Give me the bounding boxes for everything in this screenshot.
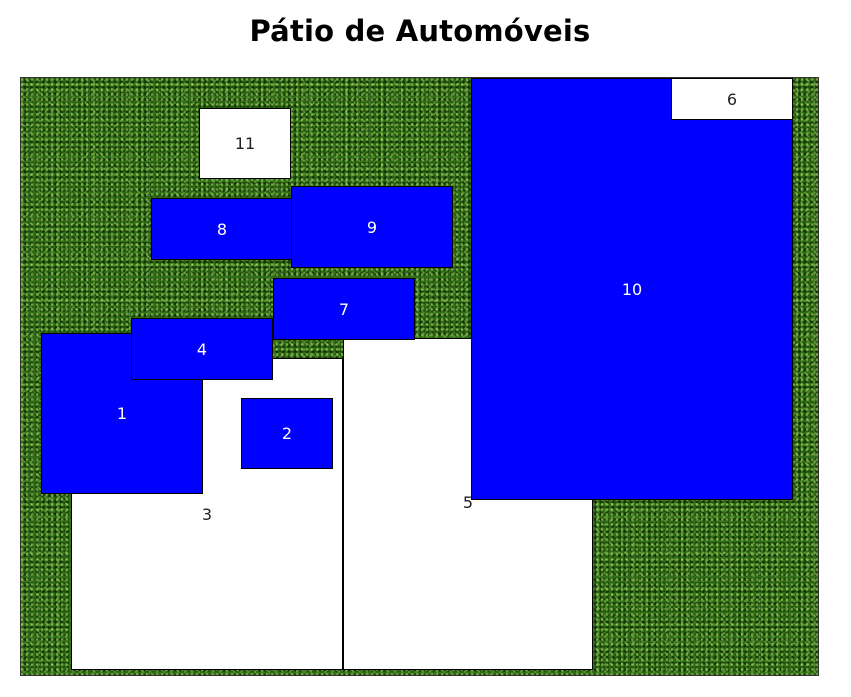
- parking-spot-label: 6: [726, 89, 738, 109]
- parking-spot-label: 3: [201, 505, 213, 524]
- parking-spot-label: 9: [366, 217, 378, 237]
- parking-lot-grass-area: 3 5 1 4 2 7 8 9 11 10 6: [20, 77, 819, 676]
- parking-spot-9[interactable]: 9: [291, 186, 453, 268]
- parking-spot-label: 8: [216, 219, 228, 239]
- parking-spot-8[interactable]: 8: [151, 198, 293, 260]
- parking-spot-label: 11: [234, 134, 256, 153]
- parking-spot-label: 1: [116, 404, 128, 423]
- parking-spot-label: 5: [462, 493, 474, 512]
- parking-spot-7[interactable]: 7: [273, 278, 415, 340]
- parking-spot-10[interactable]: 10: [471, 78, 793, 500]
- parking-spot-label: 10: [621, 279, 643, 299]
- parking-spot-11[interactable]: 11: [199, 108, 291, 179]
- parking-spot-2[interactable]: 2: [241, 398, 333, 469]
- page-title: Pátio de Automóveis: [249, 14, 591, 48]
- parking-spot-label: 2: [281, 424, 293, 443]
- parking-spot-6[interactable]: 6: [671, 78, 793, 120]
- parking-spot-4[interactable]: 4: [131, 318, 273, 380]
- parking-spot-label: 7: [338, 299, 350, 319]
- parking-spot-label: 4: [196, 339, 208, 359]
